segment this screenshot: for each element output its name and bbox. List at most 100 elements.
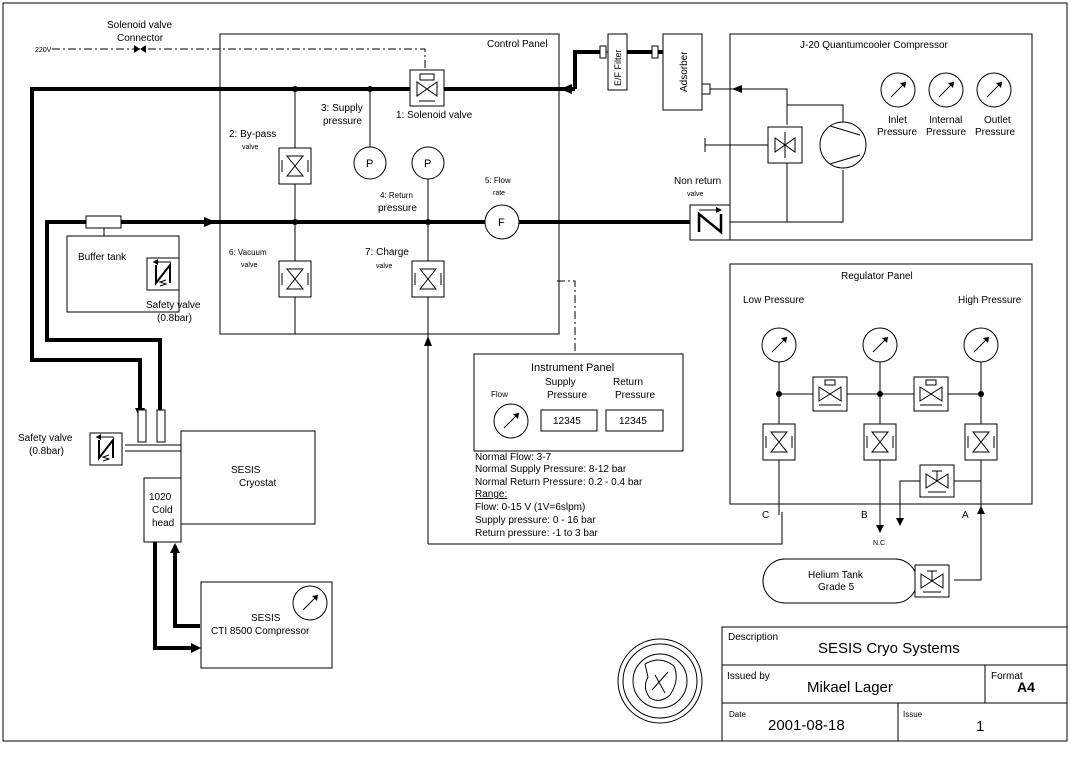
- compressor-pump-icon: [819, 121, 867, 169]
- buffer-safety-label-1: Safety valve: [146, 300, 201, 311]
- issue-value: 1: [976, 718, 984, 735]
- flow-rate-gauge: [484, 204, 520, 240]
- cti-label-1: SESIS: [251, 613, 281, 624]
- supply-label-2: pressure: [323, 116, 362, 127]
- voltage-label: 220V: [35, 47, 52, 54]
- junction: [877, 391, 883, 397]
- gauge-f-label: F: [498, 217, 505, 229]
- compressor-box: [729, 33, 1033, 241]
- return-pressure-gauge: [411, 146, 445, 180]
- control-panel-box: [219, 33, 560, 335]
- cold-head-box: [143, 477, 182, 543]
- high-pressure-label: High Pressure: [958, 295, 1022, 306]
- port-b-label: B: [861, 510, 868, 521]
- arrow-down-icon: [896, 518, 904, 526]
- instrument-supply-label-2: Pressure: [547, 390, 587, 401]
- issued-by-value: Mikael Lager: [807, 679, 893, 696]
- cold-head-label-2: Cold: [152, 505, 173, 516]
- arrow-up-icon: [977, 506, 985, 514]
- regulator-panel-title: Regulator Panel: [841, 271, 913, 282]
- title-block: [721, 626, 1068, 742]
- compressor-loop-bottom: [730, 170, 844, 223]
- buffer-tank-label: Buffer tank: [78, 252, 127, 263]
- supply-pressure-gauge: [353, 146, 387, 180]
- return-line: [45, 220, 690, 412]
- issue-label: Issue: [903, 710, 923, 719]
- date-label: Date: [729, 710, 746, 719]
- helium-supply-line: [954, 504, 982, 581]
- port-c-label: C: [762, 510, 769, 521]
- charge-label-1: 7: Charge: [365, 247, 409, 258]
- issued-by-label: Issued by: [727, 671, 770, 682]
- gauge-label-1: Internal: [929, 115, 962, 126]
- fitting: [701, 83, 711, 95]
- format-label: Format: [991, 671, 1023, 682]
- cryostat-box: [180, 430, 316, 525]
- cryostat-safety-label-1: Safety valve: [18, 433, 73, 444]
- supply-label-1: 3: Supply: [321, 103, 363, 114]
- arrow-left-icon: [560, 84, 572, 94]
- supply-pressure-value: 12345: [553, 416, 581, 427]
- note-line: Return pressure: -1 to 3 bar: [475, 528, 599, 539]
- arrow-down-icon: [876, 525, 884, 533]
- cryostat-port: [156, 409, 166, 443]
- charge-supply-line: [428, 512, 783, 545]
- high-regulator-icon: [913, 376, 949, 412]
- helium-label-2: Grade 5: [818, 582, 855, 593]
- instrument-return-label-2: Pressure: [615, 390, 655, 401]
- instrument-return-label-1: Return: [613, 377, 643, 388]
- non-return-label-1: Non return: [674, 176, 721, 187]
- charge-label-2: valve: [376, 263, 392, 270]
- helium-tank-shape: [762, 558, 918, 604]
- connector-icon: [134, 45, 146, 53]
- cryostat-label-2: Cryostat: [239, 478, 276, 489]
- port-a-label: A: [962, 510, 969, 521]
- regulator-panel-box: [729, 263, 1033, 505]
- note-line: Normal Flow: 3-7: [475, 452, 552, 463]
- solenoid-connector-label-1: Solenoid valve: [107, 20, 172, 31]
- low-regulator-icon: [812, 376, 848, 412]
- note-line: Range:: [475, 489, 507, 500]
- arrow-right-icon: [204, 217, 216, 227]
- buffer-fitting: [85, 215, 122, 229]
- adsorber-label: Adsorber: [679, 51, 690, 92]
- return-pressure-value: 12345: [619, 416, 647, 427]
- arrow-up-icon: [170, 543, 180, 553]
- cold-head-label-1: 1020: [149, 492, 172, 503]
- arrow-right-icon: [191, 643, 201, 653]
- organization-seal: [617, 638, 703, 724]
- arrow-up-icon: [424, 336, 432, 346]
- junction: [776, 391, 782, 397]
- supply-pressure-display: [540, 409, 598, 432]
- description-label: Description: [728, 632, 778, 643]
- format-value: A4: [1017, 679, 1035, 695]
- flow-label-1: 5: Flow: [485, 176, 511, 185]
- adsorber-box: [662, 33, 703, 111]
- cti-supply-line: [153, 542, 196, 650]
- vacuum-label-2: valve: [241, 262, 257, 269]
- buffer-safety-label-2: (0.8bar): [157, 313, 192, 324]
- gauge-p-label: P: [424, 158, 431, 170]
- gauge-label-1: Inlet: [888, 115, 907, 126]
- return-label-1: 4: Return: [380, 191, 413, 200]
- instrument-flow-label: Flow: [491, 390, 508, 399]
- supply-line: [30, 87, 575, 412]
- instrument-signal-line: [557, 280, 576, 354]
- note-line: Flow: 0-15 V (1V=6slpm): [475, 502, 585, 513]
- gauge-label-1: Outlet: [984, 115, 1011, 126]
- nc-label: N.C: [873, 540, 885, 547]
- instrument-supply-label-1: Supply: [545, 377, 576, 388]
- junction: [292, 86, 298, 92]
- compressor-inlet-line: [710, 88, 788, 125]
- ef-filter-label: E/F Filter: [613, 49, 623, 86]
- cold-head-label-3: head: [152, 518, 174, 529]
- non-return-label-2: valve: [687, 191, 703, 198]
- arrow-right-icon: [716, 207, 722, 213]
- helium-label-1: Helium Tank: [808, 570, 864, 581]
- solenoid-wire: [52, 48, 426, 70]
- fitting: [651, 45, 659, 59]
- date-value: 2001-08-18: [768, 717, 845, 734]
- fitting: [599, 45, 607, 59]
- solenoid-connector-label-2: Connector: [117, 33, 164, 44]
